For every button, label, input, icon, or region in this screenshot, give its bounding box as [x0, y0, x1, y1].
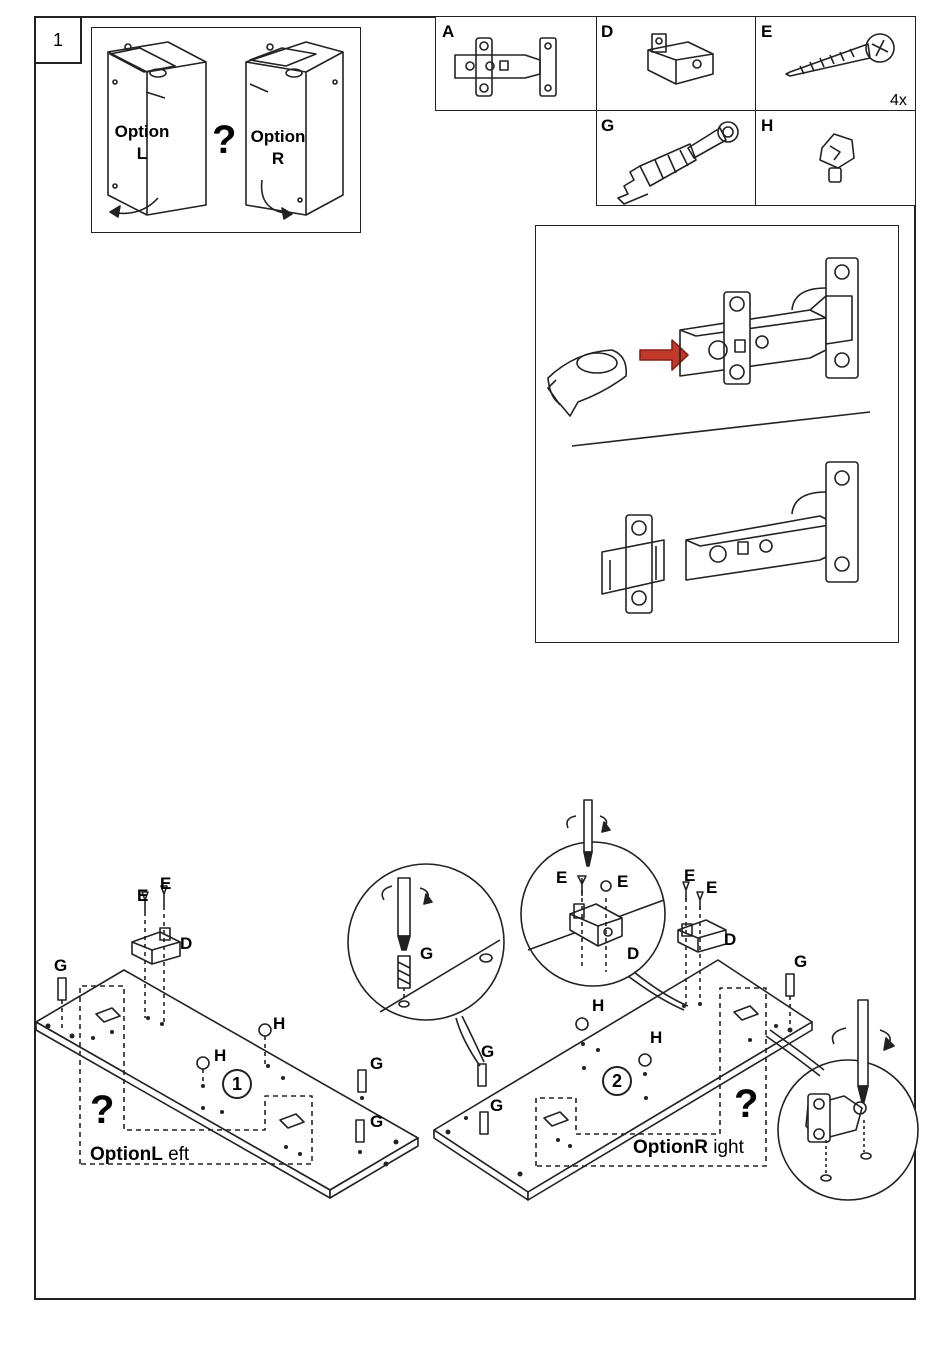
detail-divider-line [572, 412, 870, 446]
left-question-mark: ? [90, 1088, 114, 1133]
hinge-clip-on-detail [548, 258, 858, 416]
left-label-g1: G [54, 956, 67, 976]
mounting-block-part-icon [648, 34, 713, 84]
left-label-g2: G [370, 1054, 383, 1074]
hinge-part-icon [455, 38, 556, 96]
right-label-h1: H [592, 996, 604, 1016]
right-label-e1: E [684, 866, 695, 886]
right-label-g1: G [794, 952, 807, 972]
right-label-d: D [724, 930, 736, 950]
right-label-h2: H [650, 1028, 662, 1048]
right-label-g3: G [490, 1096, 503, 1116]
detail-circle-dowel [348, 864, 504, 1066]
right-option-caption: OptionR ight [633, 1137, 744, 1159]
part-label-e: E [761, 22, 772, 42]
hinge-separated-detail [602, 462, 858, 613]
option-left-label: Option L [110, 121, 174, 165]
part-label-h: H [761, 116, 773, 136]
detail-circle-block [521, 800, 688, 1010]
left-option-caption: OptionL eft [90, 1144, 189, 1166]
detail-label-e2: E [617, 872, 628, 892]
left-step-circle: 1 [222, 1069, 252, 1099]
part-quantity-e: 4x [890, 92, 907, 110]
cam-lock-part-icon [820, 134, 854, 182]
left-label-h1: H [273, 1014, 285, 1034]
left-label-h2: H [214, 1046, 226, 1066]
left-label-g3: G [370, 1112, 383, 1132]
left-label-e1: E [137, 886, 148, 906]
left-label-e2: E [160, 874, 171, 894]
part-label-d: D [601, 22, 613, 42]
detail-label-g: G [420, 944, 433, 964]
cam-dowel-part-icon [618, 122, 738, 204]
detail-label-e1: E [556, 868, 567, 888]
right-label-g2: G [481, 1042, 494, 1062]
left-label-d: D [180, 934, 192, 954]
detail-label-d: D [627, 944, 639, 964]
option-question-mark: ? [212, 118, 236, 163]
right-step-circle: 2 [602, 1066, 632, 1096]
right-label-e2: E [706, 878, 717, 898]
right-question-mark: ? [734, 1082, 758, 1127]
option-right-label: Option R [246, 126, 310, 170]
part-label-a: A [442, 22, 454, 42]
part-label-g: G [601, 116, 614, 136]
screw-part-icon [786, 34, 894, 76]
